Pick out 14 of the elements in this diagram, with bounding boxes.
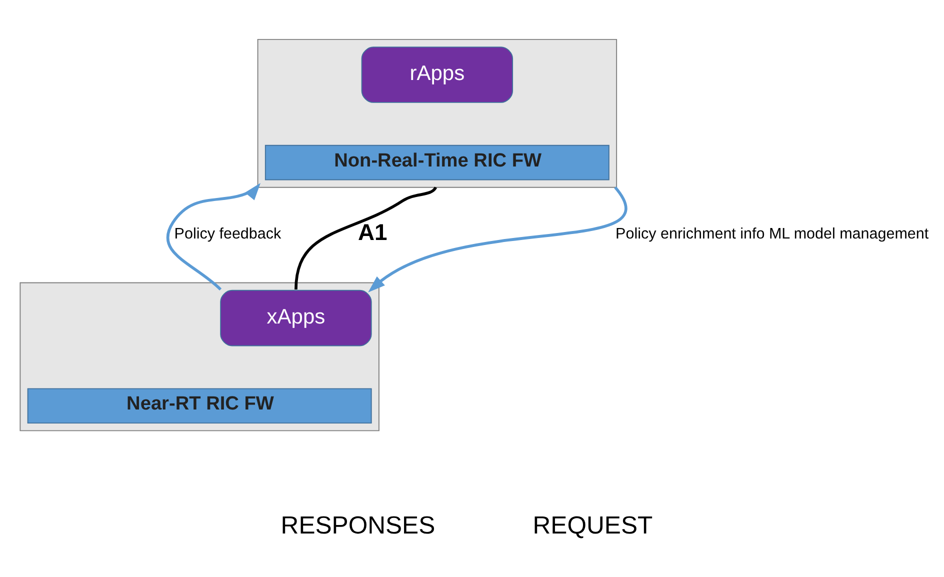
cluster: [257, 38, 618, 188]
label: REQUEST: [532, 512, 653, 540]
node-box: rApps: [361, 46, 514, 103]
node-box: Near-RT RIC FW: [27, 388, 372, 424]
edge-label: A1: [358, 219, 388, 246]
node-box: xApps: [220, 290, 372, 346]
cluster: [20, 282, 380, 432]
edge-label: Policy feedback: [174, 226, 282, 243]
node-box: Non-Real-Time RIC FW: [264, 144, 610, 180]
arrow: [368, 186, 626, 292]
label: RESPONSES: [280, 512, 436, 540]
edge-label: Policy enrichment info ML model management: [616, 226, 929, 243]
connector: [294, 186, 437, 290]
arrow: [166, 183, 261, 291]
